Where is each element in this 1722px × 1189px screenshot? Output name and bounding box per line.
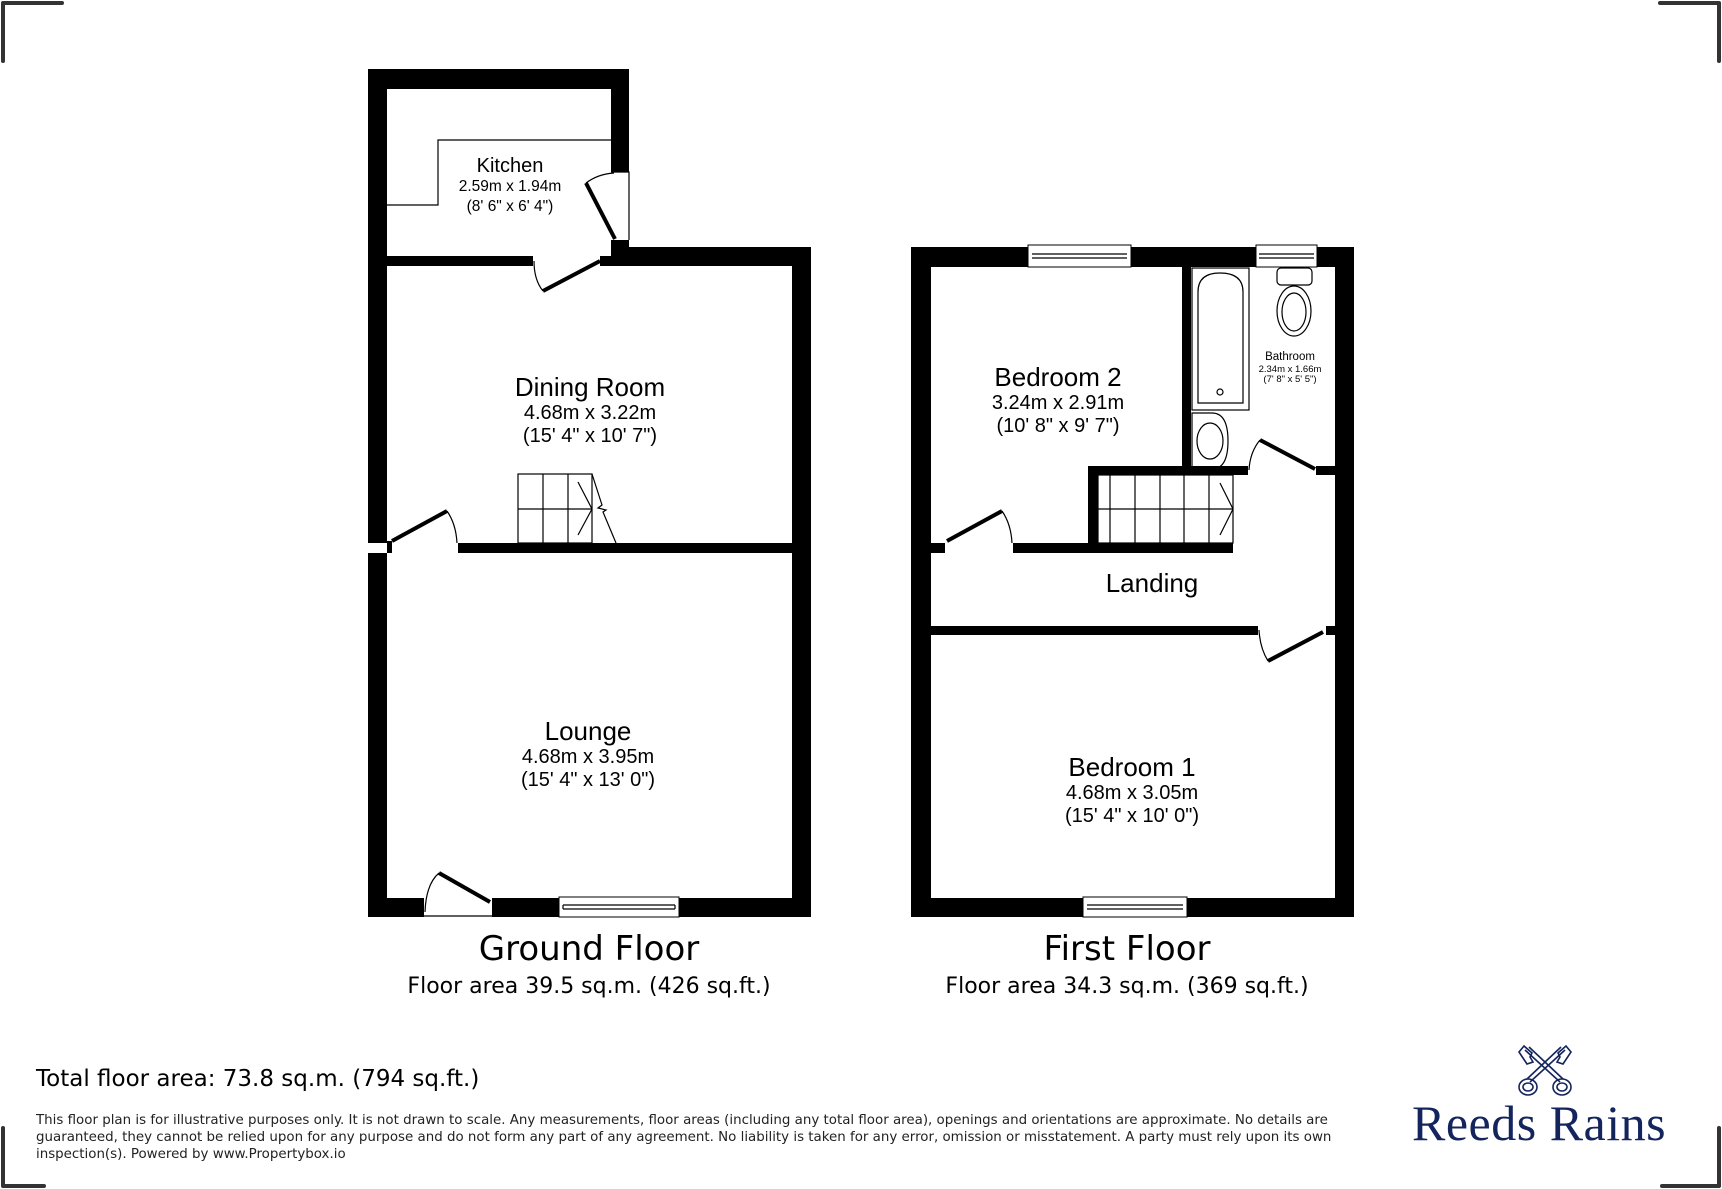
room-dimensions-metric: 4.68m x 3.95m (521, 746, 655, 768)
room-name: Bathroom (1265, 351, 1315, 363)
window (1082, 896, 1188, 918)
wall (1326, 626, 1335, 635)
basin (1191, 412, 1229, 470)
dining-door (391, 509, 448, 543)
room-name: Landing (1105, 568, 1199, 598)
room-label-dining-room: Dining Room 4.68m x 3.22m (15' 4" x 10' … (515, 374, 665, 446)
corner-mark-bottom-left (1, 1126, 46, 1188)
wall (1316, 466, 1335, 475)
wall (387, 256, 533, 266)
disclaimer-text: This floor plan is for illustrative purp… (36, 1113, 1332, 1162)
bedroom-1-door (1267, 630, 1324, 663)
wall (911, 247, 931, 917)
wall (792, 247, 811, 917)
front-door (438, 871, 491, 904)
wall (1088, 466, 1248, 475)
stair-direction-arrow (1219, 482, 1234, 536)
stair-break-line (591, 473, 617, 544)
kitchen-side-door (584, 182, 617, 240)
room-label-bathroom: Bathroom 2.34m x 1.66m (7' 8" x 5' 5") (1258, 351, 1322, 385)
wall (458, 543, 792, 553)
door-frame (611, 171, 630, 240)
wall (368, 553, 387, 917)
wall (492, 898, 559, 917)
room-label-bedroom-1: Bedroom 1 4.68m x 3.05m (15' 4" x 10' 0"… (1065, 754, 1199, 826)
window (1255, 244, 1318, 268)
wall (1335, 247, 1354, 917)
kitchen-dining-door (542, 259, 601, 293)
room-dimensions-metric: 3.24m x 2.91m (991, 392, 1125, 414)
room-name: Bedroom 1 (1068, 752, 1196, 782)
door-swing-arc (1248, 439, 1261, 471)
room-label-landing: Landing (1106, 570, 1199, 596)
door-swing-arc (1258, 629, 1269, 662)
window (558, 896, 680, 918)
floor-area: Floor area 39.5 sq.m. (426 sq.ft.) (407, 974, 771, 999)
room-dimensions-metric: 4.68m x 3.05m (1065, 782, 1199, 804)
wall (1182, 267, 1191, 475)
room-label-kitchen: Kitchen 2.59m x 1.94m (8' 6" x 6' 4") (459, 156, 562, 214)
wall (368, 898, 424, 917)
wall (1013, 543, 1233, 553)
stair-direction-arrow (577, 481, 593, 536)
door-swing-arc (424, 872, 440, 913)
door-swing-arc (533, 260, 544, 292)
corner-mark-bottom-right (1660, 1126, 1721, 1188)
wall (911, 247, 1354, 267)
room-dimensions-imperial: (15' 4" x 10' 0") (1064, 805, 1200, 827)
total-floor-area: Total floor area: 73.8 sq.m. (794 sq.ft.… (36, 1066, 480, 1092)
wall (931, 626, 1258, 635)
room-label-bedroom-2: Bedroom 2 3.24m x 2.91m (10' 8" x 9' 7") (992, 364, 1124, 436)
floor-title: First Floor (1043, 929, 1211, 969)
room-name: Bedroom 2 (994, 362, 1122, 392)
room-dimensions-metric: 2.34m x 1.66m (1258, 363, 1322, 375)
wall (600, 256, 611, 266)
door-swing-arc (585, 172, 615, 184)
wall (679, 898, 811, 917)
wall (931, 543, 945, 553)
door-swing-arc (1001, 510, 1013, 544)
staircase (517, 473, 617, 544)
wall (611, 69, 629, 172)
ground-floor-plan (368, 69, 811, 918)
room-dimensions-imperial: (15' 4" x 13' 0") (520, 769, 656, 791)
wall (368, 69, 387, 543)
brand-wordmark: Reeds Rains (1412, 1095, 1667, 1151)
room-label-lounge: Lounge 4.68m x 3.95m (15' 4" x 13' 0") (521, 718, 655, 790)
wall (368, 69, 629, 89)
bathroom-door (1259, 438, 1316, 471)
kitchen-counter (387, 139, 611, 206)
staircase (1097, 474, 1234, 544)
room-dimensions-imperial: (7' 8" x 5' 5") (1263, 374, 1317, 385)
wall (611, 247, 811, 266)
door-swing-arc (446, 510, 458, 544)
room-dimensions-imperial: (10' 8" x 9' 7") (996, 415, 1120, 437)
room-name: Kitchen (476, 155, 544, 177)
room-dimensions-metric: 2.59m x 1.94m (458, 178, 562, 195)
floor-title: Ground Floor (478, 929, 700, 969)
room-dimensions-metric: 4.68m x 3.22m (523, 402, 657, 424)
ground-floor-caption: Ground Floor Floor area 39.5 sq.m. (426 … (407, 932, 770, 998)
room-name: Dining Room (514, 372, 666, 402)
bathtub (1191, 267, 1250, 411)
room-name: Lounge (544, 716, 632, 746)
crossed-keys-icon (1518, 1044, 1572, 1096)
corner-mark-top-right (1658, 1, 1721, 63)
window (1027, 244, 1132, 268)
room-dimensions-imperial: (15' 4" x 10' 7") (522, 425, 658, 447)
wall (1088, 466, 1098, 553)
toilet (1276, 267, 1313, 337)
first-floor-caption: First Floor Floor area 34.3 sq.m. (369 s… (945, 932, 1308, 998)
wall-stub (387, 543, 392, 553)
room-dimensions-imperial: (8' 6" x 6' 4") (466, 197, 554, 215)
floor-area: Floor area 34.3 sq.m. (369 sq.ft.) (945, 974, 1309, 999)
bedroom-2-door (946, 509, 1003, 543)
corner-mark-top-left (1, 1, 64, 63)
first-floor-plan (911, 244, 1354, 918)
